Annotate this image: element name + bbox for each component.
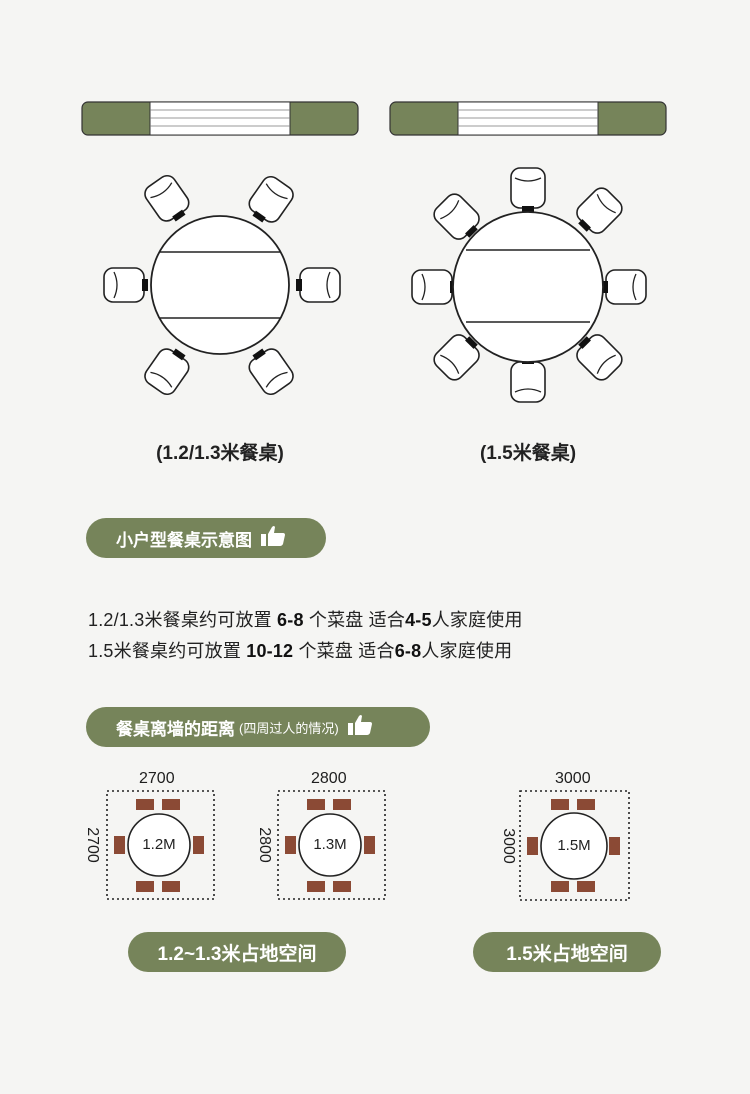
layout-3-table-size: 1.5M [557,837,591,854]
layout-1-width: 2700 [139,770,175,787]
layout-3-width: 3000 [555,770,591,787]
desc2-text-a: 1.5米餐桌约可放置 [88,641,247,661]
bottom-label-small: 1.2~1.3米占地空间 [128,932,346,972]
layout-1-table-size: 1.2M [142,836,176,853]
thumbs-up-icon [347,714,373,741]
section-title-pill: 小户型餐桌示意图 [86,518,326,558]
desc2-text-b: 个菜盘 适合 [293,641,395,661]
section-subtitle-2: (四周过人的情况) [239,720,339,736]
large-round-table [411,167,647,403]
bottom-label-large-text: 1.5米占地空间 [506,943,628,965]
bottom-label-small-text: 1.2~1.3米占地空间 [157,943,317,965]
desc2-plates: 10-12 [246,641,294,661]
description-line-2: 1.5米餐桌约可放置 10-12 个菜盘 适合6-8人家庭使用 [88,637,512,663]
small-table-caption: (1.2/1.3米餐桌) [156,443,284,464]
small-round-table [103,171,341,399]
desc1-people: 4-5 [405,610,432,630]
section-title-pill-2: 餐桌离墙的距离 (四周过人的情况) [86,707,430,747]
thumbs-up-icon [260,525,286,552]
layout-2-width: 2800 [311,770,347,787]
layout-2-table-size: 1.3M [313,836,347,853]
desc2-text-c: 人家庭使用 [421,641,513,661]
space-layout-3 [519,790,630,901]
desc1-plates: 6-8 [277,610,304,630]
large-table-caption: (1.5米餐桌) [479,443,577,464]
section-title-text: 小户型餐桌示意图 [116,530,252,550]
layout-1-depth: 2700 [83,827,101,863]
desc1-text-c: 人家庭使用 [431,610,523,630]
sideboard-right [389,101,667,136]
description-line-1: 1.2/1.3米餐桌约可放置 6-8 个菜盘 适合4-5人家庭使用 [88,606,523,632]
section-title-2-text: 餐桌离墙的距离 [116,719,235,739]
desc1-text-b: 个菜盘 适合 [303,610,406,630]
bottom-label-large: 1.5米占地空间 [473,932,661,972]
layout-3-depth: 3000 [499,828,517,864]
desc1-text-a: 1.2/1.3米餐桌约可放置 [88,610,278,630]
layout-2-depth: 2800 [255,827,273,863]
sideboard-left [81,101,359,136]
space-layout-2 [277,790,386,900]
desc2-people: 6-8 [394,641,422,661]
space-layout-1 [106,790,215,900]
